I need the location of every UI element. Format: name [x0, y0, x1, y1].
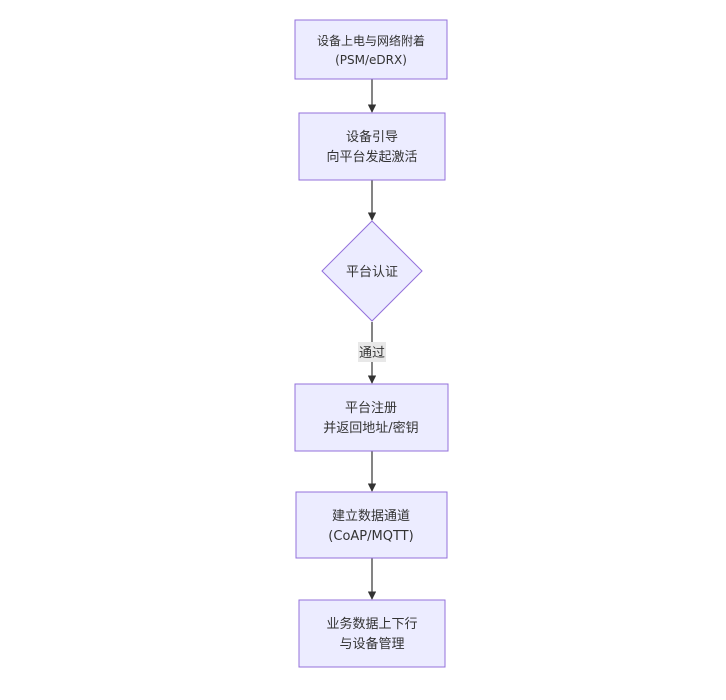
edge-label-pass: 通过 [358, 342, 386, 362]
node-platform-auth-label: 平台认证 [346, 265, 398, 280]
node-power-on-attach-line1: 设备上电与网络附着 [317, 33, 425, 48]
node-business-data-line1: 业务数据上下行 [326, 616, 417, 632]
node-data-channel: 建立数据通道 (CoAP/MQTT) [295, 491, 448, 559]
node-platform-register-line1: 平台注册 [345, 401, 397, 416]
node-platform-auth: 平台认证 [321, 220, 423, 322]
node-platform-register-line2: 并返回地址/密钥 [323, 420, 418, 436]
node-device-bootstrap-line2: 向平台发起激活 [326, 149, 417, 165]
node-device-bootstrap: 设备引导 向平台发起激活 [298, 112, 446, 181]
node-device-bootstrap-line1: 设备引导 [346, 129, 398, 145]
node-business-data: 业务数据上下行 与设备管理 [298, 599, 446, 668]
node-power-on-attach-line2: (PSM/eDRX) [335, 53, 407, 67]
node-business-data-line2: 与设备管理 [339, 636, 404, 652]
edges: 通过 [358, 79, 386, 600]
node-platform-register: 平台注册 并返回地址/密钥 [294, 383, 449, 452]
node-data-channel-line2: (CoAP/MQTT) [328, 529, 413, 544]
node-power-on-attach: 设备上电与网络附着 (PSM/eDRX) [294, 19, 448, 80]
node-data-channel-line1: 建立数据通道 [332, 509, 410, 524]
edge-label-pass-text: 通过 [359, 346, 385, 361]
